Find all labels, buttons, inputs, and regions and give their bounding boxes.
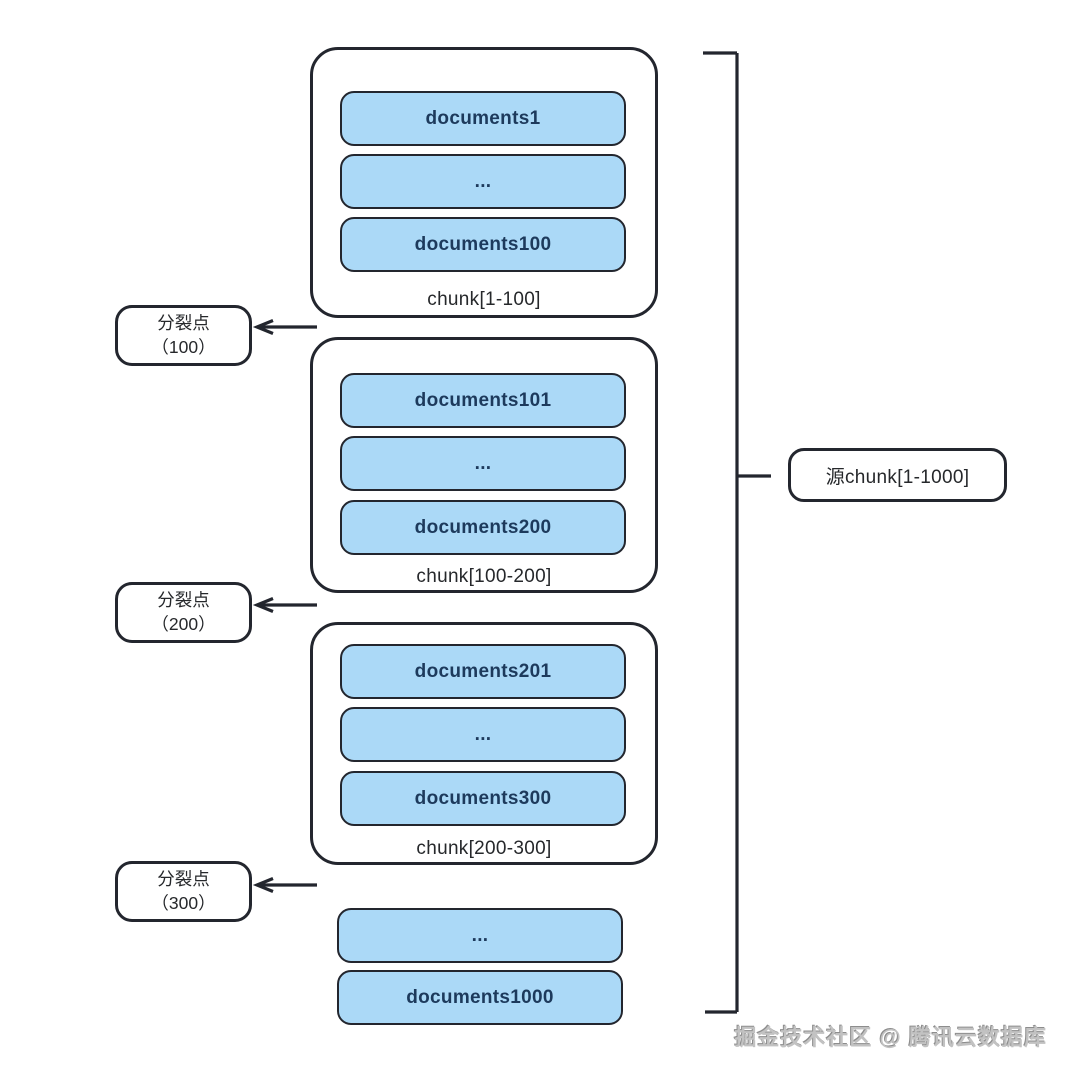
watermark-text: 掘金技术社区 @ 腾讯云数据库 xyxy=(734,1025,1047,1050)
arrow-left-icon xyxy=(252,597,317,613)
split-point-value: （100） xyxy=(151,336,216,357)
arrow-left-icon xyxy=(252,319,317,335)
doc-box-ellipsis: ... xyxy=(340,436,626,491)
chunk-label-100-200: chunk[100-200] xyxy=(416,566,552,587)
doc-box-documents300: documents300 xyxy=(340,771,626,826)
doc-box-documents101: documents101 xyxy=(340,373,626,428)
doc-box-documents200: documents200 xyxy=(340,500,626,555)
split-point-title: 分裂点 xyxy=(157,589,210,610)
arrow-left-icon xyxy=(252,877,317,893)
chunk-label-200-300: chunk[200-300] xyxy=(416,838,552,859)
chunk-container-200-300: documents201 ... documents300 chunk[200-… xyxy=(310,622,658,865)
chunk-label-1-100: chunk[1-100] xyxy=(427,289,541,310)
range-bracket xyxy=(703,51,771,1014)
doc-box-ellipsis-tail: ... xyxy=(337,908,623,963)
split-point-100: 分裂点 （100） xyxy=(115,305,252,366)
chunk-container-100-200: documents101 ... documents200 chunk[100-… xyxy=(310,337,658,593)
chunk-container-1-100: documents1 ... documents100 chunk[1-100] xyxy=(310,47,658,318)
split-point-200: 分裂点 （200） xyxy=(115,582,252,643)
source-chunk-label: 源chunk[1-1000] xyxy=(788,448,1007,502)
doc-box-documents1: documents1 xyxy=(340,91,626,146)
split-point-300: 分裂点 （300） xyxy=(115,861,252,922)
doc-box-documents1000: documents1000 xyxy=(337,970,623,1025)
split-point-title: 分裂点 xyxy=(157,868,210,889)
doc-box-documents201: documents201 xyxy=(340,644,626,699)
doc-box-ellipsis: ... xyxy=(340,707,626,762)
split-point-value: （200） xyxy=(151,613,216,634)
doc-box-ellipsis: ... xyxy=(340,154,626,209)
split-point-value: （300） xyxy=(151,892,216,913)
split-point-title: 分裂点 xyxy=(157,312,210,333)
doc-box-documents100: documents100 xyxy=(340,217,626,272)
